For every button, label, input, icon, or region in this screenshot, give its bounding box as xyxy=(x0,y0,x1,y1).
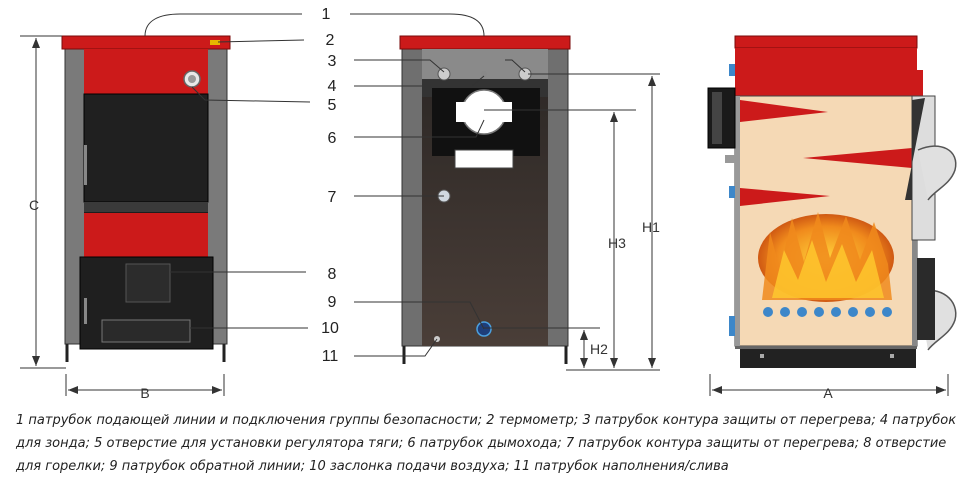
dim-label-h2: H2 xyxy=(590,341,608,357)
callout-4: 4 xyxy=(328,78,337,95)
callout-6: 6 xyxy=(328,130,337,147)
boiler-drawing: 1 2 3 4 5 6 7 8 9 10 11 C B H1 H3 H2 A xyxy=(20,6,957,401)
dim-label-c: C xyxy=(29,197,39,213)
dimension-arrows xyxy=(32,38,946,394)
front-view xyxy=(61,35,231,362)
callout-11: 11 xyxy=(322,348,339,365)
callout-10: 10 xyxy=(321,320,339,337)
callout-9: 9 xyxy=(328,294,337,311)
dim-label-a: A xyxy=(823,385,833,401)
callout-2: 2 xyxy=(326,32,335,49)
legend-caption: 1 патрубок подающей линии и подключения … xyxy=(16,413,957,474)
callout-8: 8 xyxy=(328,266,337,283)
grate-holes xyxy=(763,307,892,317)
callout-1: 1 xyxy=(322,6,331,23)
rear-view xyxy=(399,35,571,364)
leader-lines xyxy=(144,13,526,357)
side-section-view xyxy=(707,35,957,368)
dim-label-h1: H1 xyxy=(642,219,660,235)
dimension-lines xyxy=(20,35,949,396)
callout-3: 3 xyxy=(328,53,337,70)
dim-label-h3: H3 xyxy=(608,235,626,251)
callout-5: 5 xyxy=(328,97,337,114)
dim-label-b: B xyxy=(140,385,149,401)
callout-7: 7 xyxy=(328,189,337,206)
